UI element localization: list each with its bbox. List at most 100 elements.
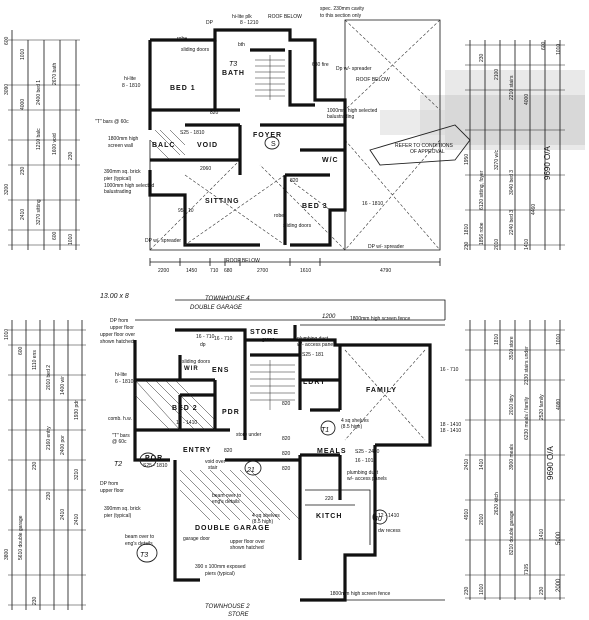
lower-note: 16 - 710 xyxy=(196,334,215,340)
upper-note: 95 - 10 xyxy=(178,208,194,214)
room-label-meals: MEALS xyxy=(317,448,347,455)
lower-note: 820 xyxy=(282,401,291,407)
dim: 1410 xyxy=(479,459,485,470)
room-label-bed-3: BED 3 xyxy=(302,203,328,210)
handwritten-annotations xyxy=(136,136,388,563)
upper-note: OF APPROVAL xyxy=(410,149,445,155)
room-label-pdr: PDR xyxy=(222,409,240,416)
upper-note: ROOF BELOW xyxy=(268,14,302,20)
dim: 3270 sitting xyxy=(36,199,42,225)
dim: 2400 por xyxy=(60,435,66,455)
right-dims-lower xyxy=(465,320,565,600)
lower-note: @ 60c xyxy=(112,439,127,445)
lower-note: 820 xyxy=(282,466,291,472)
dim: 1400 wir xyxy=(60,376,66,395)
dim: 2620 kitch xyxy=(494,492,500,515)
dim: 2520 family xyxy=(539,394,545,420)
lower-note: upper floor over xyxy=(100,332,135,338)
dim: 2010 xyxy=(494,239,500,250)
upper-note: REFER TO CONDITIONS xyxy=(395,143,454,149)
lower-note: plumbing duct xyxy=(297,336,329,342)
dim: 1450 xyxy=(186,268,197,274)
handwritten-note: T3 xyxy=(140,552,148,559)
lower-note: 6 - 1810 xyxy=(115,379,134,385)
lower-note: DP from xyxy=(110,318,128,324)
dim: 5610 double garage xyxy=(18,515,24,560)
upper-note: robe xyxy=(274,213,284,219)
upper-note: hi-lite xyxy=(124,76,136,82)
dim: 3800 xyxy=(4,549,10,560)
upper-note: DP xyxy=(206,20,214,26)
room-label-wc: W/C xyxy=(322,157,339,164)
room-label-bed-1: BED 1 xyxy=(170,85,196,92)
handwritten-note: 40 xyxy=(374,516,382,523)
dim: 230 xyxy=(539,586,545,595)
upper-note: bth xyxy=(238,42,245,48)
upper-note: 8 - 1210 xyxy=(240,20,259,26)
room-label-double-garage: DOUBLE GARAGE xyxy=(195,525,270,532)
dim: 6230 meals / family xyxy=(524,396,530,440)
lower-note: garage door xyxy=(183,536,210,542)
room-label-void: VOID xyxy=(197,142,218,149)
lower-note: (8.5 high) xyxy=(341,424,362,430)
upper-note: hi-lite plk xyxy=(232,14,252,20)
dim: 680 xyxy=(224,268,233,274)
lower-note: dw recess xyxy=(378,528,401,534)
lower-note: 820 xyxy=(282,436,291,442)
lower-note: grano xyxy=(262,337,275,343)
lower-note: TOWNHOUSE 4 xyxy=(205,296,250,302)
lower-note: beam over to xyxy=(125,534,154,540)
room-label-por: POR xyxy=(145,455,163,462)
lower-note: comb. h.w. xyxy=(108,416,132,422)
lower-note: 1800mm high screen fence xyxy=(350,316,411,322)
upper-note: "T" bars @ 60c xyxy=(95,119,129,125)
lower-note: 18 - 1410 xyxy=(440,422,461,428)
dim: 1410 xyxy=(539,529,545,540)
lower-note: TOWNHOUSE 2 xyxy=(205,604,250,610)
dim: 230 xyxy=(68,151,74,160)
left-dims-upper xyxy=(8,30,80,250)
handwritten-note: T2 xyxy=(114,461,122,468)
dim: 2400 bed 1 xyxy=(36,80,42,105)
lower-note: eng's details xyxy=(125,541,153,547)
upper-note: DP w/- spreader xyxy=(368,244,404,250)
dim: 9690 O/A xyxy=(543,146,552,180)
dim: 2000 xyxy=(556,578,562,592)
lower-note: 12 - 1410 xyxy=(378,513,399,519)
dim: 2010 bed 2 xyxy=(46,365,52,390)
dim: 7105 xyxy=(524,564,530,575)
upper-note: 1800mm high xyxy=(108,136,139,142)
dim: 2410 xyxy=(60,509,66,520)
right-dims-upper xyxy=(465,40,565,250)
upper-note: to this section only xyxy=(320,13,362,19)
dim: 2410 xyxy=(20,209,26,220)
lower-note: 820 xyxy=(224,448,233,454)
dim: 2670 bath xyxy=(52,63,58,85)
upper-note: sliding doors xyxy=(181,47,210,53)
lower-note: 220 xyxy=(325,496,334,502)
lower-note: 390 x 100mm exposed xyxy=(195,564,246,570)
upper-note: spec. 230mm cavity xyxy=(320,6,365,12)
lower-note: "T" bars xyxy=(112,433,130,439)
left-dims-lower xyxy=(8,320,86,610)
dim: 1810 xyxy=(464,224,470,235)
dim: 2210 stairs xyxy=(509,75,515,100)
room-label-bed-2: BED 2 xyxy=(172,405,198,412)
lower-floor-plan xyxy=(133,299,446,602)
dim: 1010 xyxy=(20,49,26,60)
room-label-family: FAMILY xyxy=(366,387,397,394)
room-label-wir: WIR xyxy=(184,366,199,372)
lower-note: w/- access panels xyxy=(297,342,337,348)
lower-note: 16 - 710 xyxy=(440,367,459,373)
dim: 2100 xyxy=(494,69,500,80)
upper-note: S xyxy=(271,141,276,148)
dim: 600 xyxy=(4,36,10,45)
dim: 1600 void xyxy=(52,133,58,155)
lower-note: piers (typical) xyxy=(205,571,235,577)
dim: 3040 bed 3 xyxy=(509,170,515,195)
room-label-store: STORE xyxy=(250,329,279,336)
dim: 1010 xyxy=(4,329,10,340)
dim: 230 xyxy=(20,166,26,175)
lower-note: eng's details xyxy=(212,499,240,505)
upper-note: 1000mm high selected xyxy=(104,183,155,189)
